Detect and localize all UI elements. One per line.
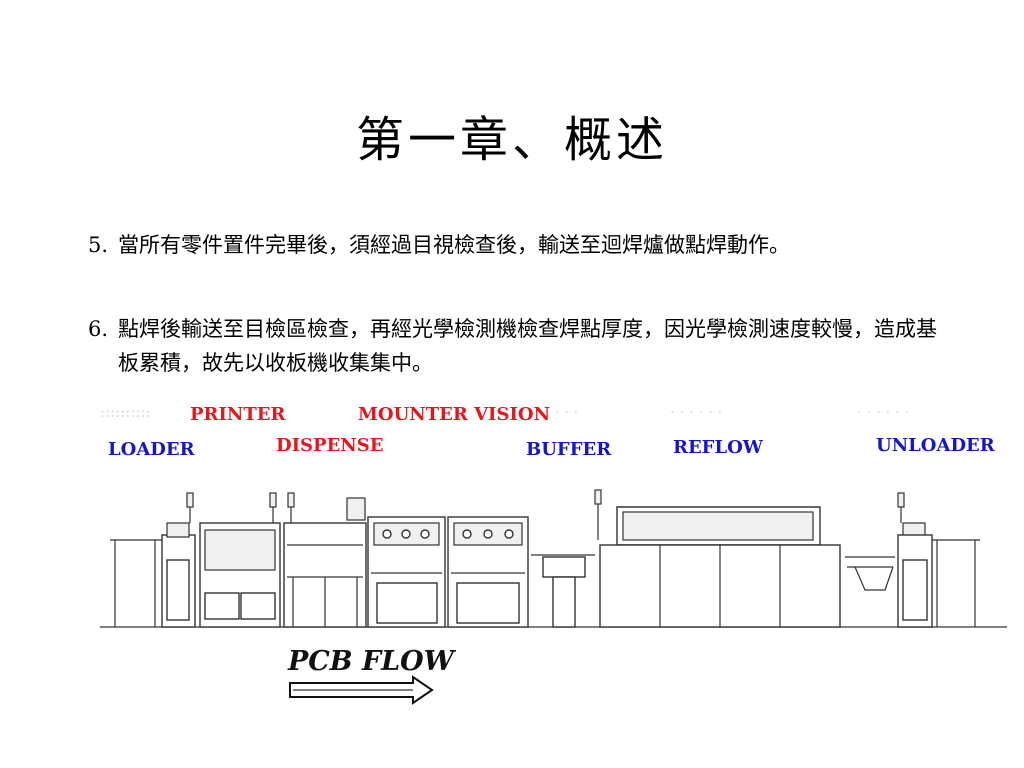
label-printer: PRINTER [190, 404, 286, 425]
bullet-point-6: 6. 點焊後輸送至目檢區檢查，再經光學檢測機檢查焊點厚度，因光學檢測速度較慢，造… [88, 312, 948, 380]
bullet-text: 當所有零件置件完畢後，須經過目視檢查後，輸送至迴焊爐做點焊動作。 [118, 233, 790, 257]
smt-line-diagram: :::::::::: · · · · · · · · · · · · · · ·… [95, 395, 1010, 720]
printer-machine [199, 492, 281, 628]
label-dispense: DISPENSE [276, 435, 383, 456]
ghost-text: · · · · [545, 403, 578, 421]
mounter-machine-2 [447, 516, 529, 628]
loader-machine [110, 492, 196, 628]
ghost-text: · · · · · · [857, 403, 909, 421]
label-loader: LOADER [108, 439, 196, 460]
bullet-number: 6. [88, 317, 109, 341]
bullet-text: 點焊後輸送至目檢區檢查，再經光學檢測機檢查焊點厚度，因光學檢測速度較慢，造成基板… [118, 317, 937, 375]
bullet-number: 5. [88, 233, 109, 257]
unloader-machine [897, 492, 980, 628]
label-unloader: UNLOADER [876, 435, 996, 456]
bullet-point-5: 5. 當所有零件置件完畢後，須經過目視檢查後，輸送至迴焊爐做點焊動作。 [88, 228, 948, 262]
mounter-machine-1 [346, 497, 446, 628]
dispense-machine [283, 492, 367, 628]
ghost-text: · · · · · · [670, 403, 722, 421]
ghost-text: :::::::::: [100, 403, 151, 421]
label-mounter-vision: MOUNTER VISION [358, 404, 550, 425]
label-buffer: BUFFER [526, 439, 612, 460]
buffer-machine [531, 489, 602, 628]
reflow-oven [599, 506, 841, 628]
pcb-flow-label: PCB FLOW [287, 646, 457, 677]
exit-conveyor [845, 556, 895, 591]
slide-title: 第一章、概述 [355, 112, 668, 168]
smt-line-illustration: :::::::::: · · · · · · · · · · · · · · ·… [100, 403, 1007, 705]
label-reflow: REFLOW [673, 437, 764, 458]
